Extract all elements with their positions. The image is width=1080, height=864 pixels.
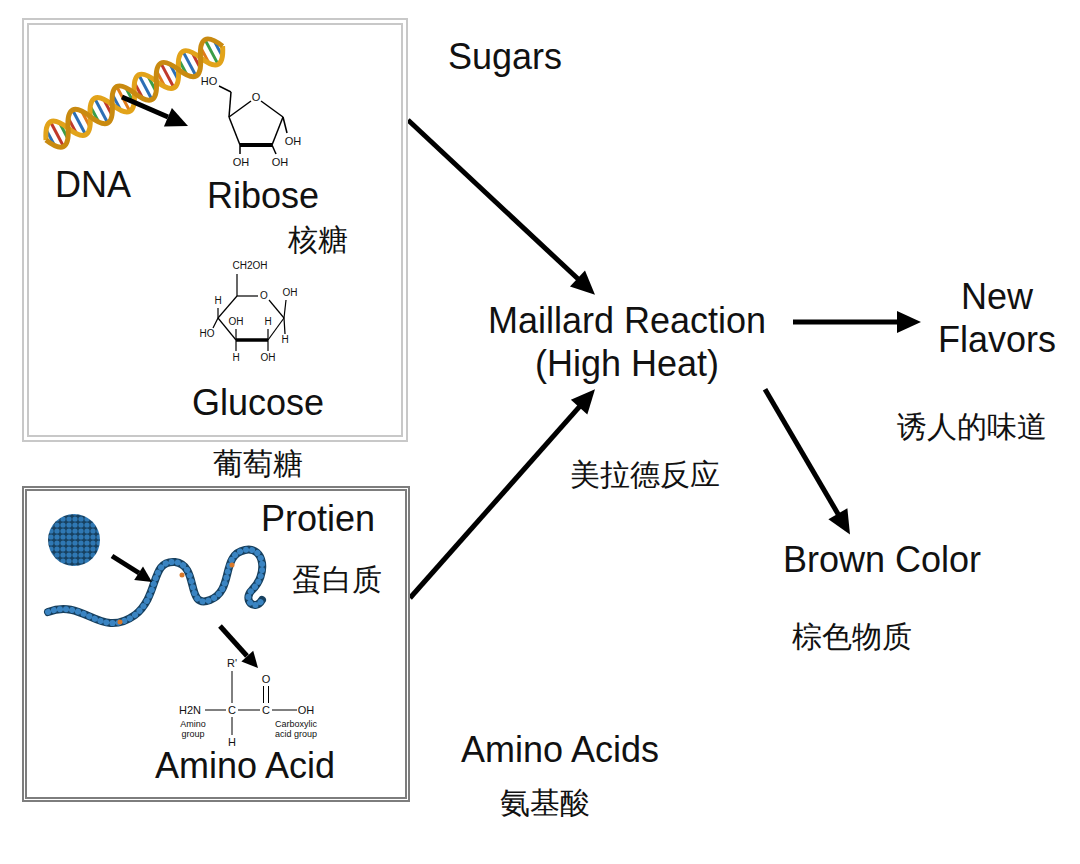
atom-label: R'	[227, 657, 237, 670]
atom-label: H	[281, 334, 288, 346]
arrow-head	[828, 508, 850, 534]
arrow-connector	[410, 389, 595, 598]
atom-label: OH	[229, 316, 244, 328]
atom-label: OH	[261, 352, 276, 364]
sugar-name-zh: 核糖	[288, 222, 348, 258]
result-label: New Flavors	[927, 275, 1067, 361]
group-label: Carboxylic acid group	[270, 719, 322, 740]
atom-label: CH2OH	[232, 260, 267, 272]
sugar-name: Ribose	[207, 174, 319, 217]
arrow-head	[571, 389, 595, 414]
caption-label: Sugars	[448, 36, 562, 77]
atom-label: H	[264, 316, 271, 328]
ribose-structure	[219, 86, 287, 154]
group-label: Amino group	[175, 719, 211, 740]
caption-label: 棕色物质	[792, 620, 912, 655]
atom-label: O	[260, 290, 268, 302]
arrow-connector	[793, 311, 921, 333]
atom-label: H	[232, 352, 239, 364]
atom-label: OH	[298, 704, 315, 717]
reaction-label: Maillard Reaction (High Heat)	[467, 299, 787, 385]
atom-label: HO	[200, 328, 215, 340]
atom-label: C	[228, 704, 236, 717]
result-node: New Flavors	[921, 271, 1073, 365]
dna-label: DNA	[55, 163, 131, 206]
sugar-name-zh: 葡萄糖	[213, 446, 303, 482]
atom-label: H2N	[179, 704, 201, 717]
reaction-node: Maillard Reaction (High Heat)	[461, 295, 793, 389]
protein-label-zh: 蛋白质	[292, 562, 382, 598]
protein-chain	[48, 550, 262, 625]
atom-label: OH	[272, 156, 289, 169]
result-label: Brown Color	[783, 538, 981, 581]
caption-label: 美拉德反应	[570, 458, 720, 493]
arrow-connector	[765, 389, 850, 534]
connector-line	[408, 120, 579, 280]
atom-label: OH	[283, 287, 298, 299]
atom-label: H	[228, 736, 236, 749]
caption-label: Amino Acids	[461, 729, 659, 770]
arrow-head	[570, 270, 595, 294]
pointer-arrow	[122, 97, 188, 126]
dna-helix	[39, 34, 229, 153]
arrow-head	[897, 311, 921, 333]
atom-label: O	[262, 673, 271, 686]
arrow-connector	[408, 120, 595, 295]
glucose-structure	[213, 274, 286, 351]
connector-line	[793, 320, 899, 325]
atom-label: OH	[285, 135, 302, 148]
caption-label: 诱人的味道	[897, 410, 1047, 445]
atom-label: H	[214, 295, 221, 307]
sugar-name: Glucose	[192, 381, 324, 424]
atom-label: O	[252, 91, 261, 104]
connector-line	[765, 389, 839, 515]
caption-label: 氨基酸	[500, 786, 590, 821]
result-node: Brown Color	[777, 534, 987, 585]
protein-group-box: Protien 蛋白质 Amino Acid	[22, 486, 410, 802]
connector-line	[410, 406, 580, 598]
atom-label: C	[262, 704, 270, 717]
protein-label: Protien	[261, 497, 375, 540]
amino-acid-label: Amino Acid	[155, 744, 335, 787]
atom-label: HO	[201, 75, 218, 88]
protein-globule	[48, 514, 100, 566]
pointer-arrow	[112, 556, 258, 668]
atom-label: OH	[233, 156, 250, 169]
